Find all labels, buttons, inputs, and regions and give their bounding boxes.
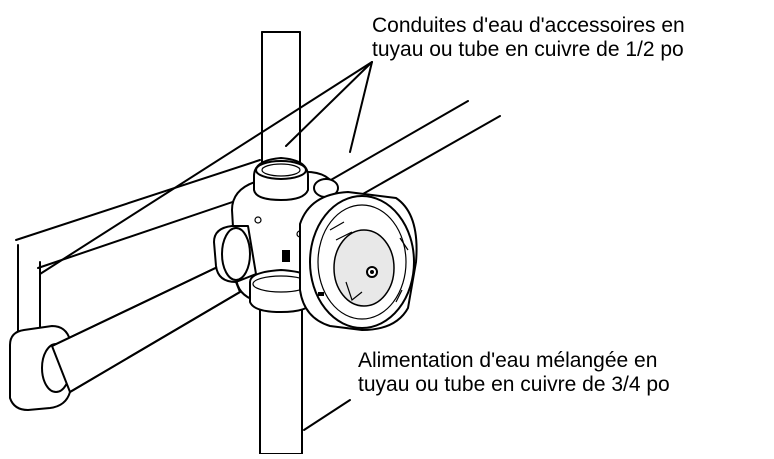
mixed-supply-label-line1: Alimentation d'eau mélangée en xyxy=(358,349,658,372)
mixed-supply-pipe xyxy=(259,299,303,455)
mixed-supply-label-line2: tuyau ou tube en cuivre de 3/4 po xyxy=(358,373,670,396)
left-pipe-elbow xyxy=(9,244,71,411)
valve-cartridge xyxy=(299,191,418,331)
accessory-lines-label: Conduites d'eau d'accessoires en tuyau o… xyxy=(372,14,685,62)
accessory-lines-label-line1: Conduites d'eau d'accessoires en xyxy=(372,14,685,37)
accessory-pipe-vertical-top xyxy=(261,31,301,173)
mixed-supply-label: Alimentation d'eau mélangée en tuyau ou … xyxy=(358,349,670,397)
inlet-pipe xyxy=(51,261,241,393)
accessory-pipe-rear-diagonal xyxy=(15,159,263,269)
accessory-lines-label-line2: tuyau ou tube en cuivre de 1/2 po xyxy=(372,38,684,61)
leader-lines xyxy=(39,61,373,431)
